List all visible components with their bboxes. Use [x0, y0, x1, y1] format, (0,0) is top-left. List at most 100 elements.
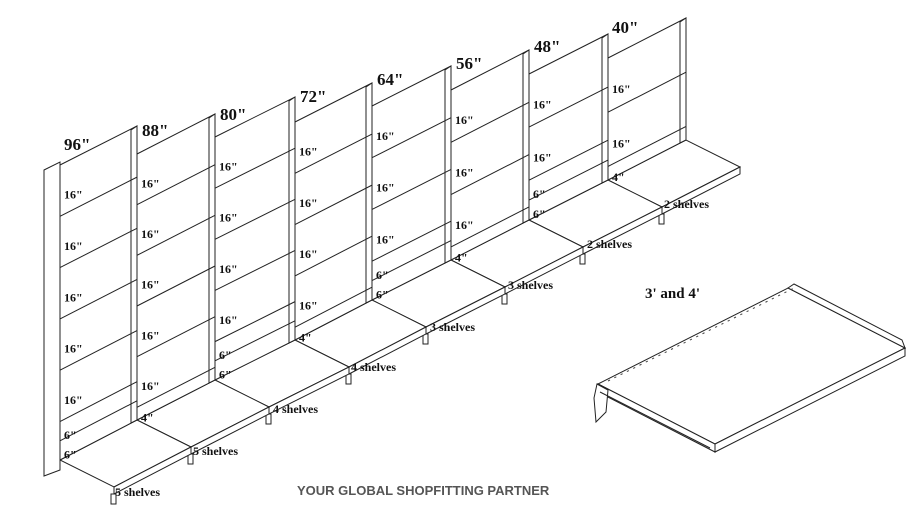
end-upright [43, 161, 61, 477]
foot [110, 493, 117, 505]
shelf-hole [639, 363, 642, 366]
segment-label: 6" [533, 207, 546, 221]
panel-division [294, 184, 373, 226]
segment-label: 16" [219, 313, 238, 327]
shelf-hole [721, 322, 724, 325]
panel-division [450, 101, 530, 143]
panel-division [371, 240, 452, 282]
shelf-hole [733, 316, 737, 319]
bay-height-label: 96" [64, 135, 90, 154]
segment-label: 16" [141, 227, 160, 241]
shelf-hole [727, 319, 730, 322]
panel-division [136, 316, 216, 358]
segment-label: 16" [64, 188, 83, 202]
shelf-hole [714, 326, 718, 328]
segment-label: 16" [299, 247, 318, 261]
panel-division [136, 164, 216, 206]
shelf-hole [695, 335, 699, 338]
panel-division [607, 71, 687, 113]
panel-division [528, 159, 609, 201]
bay-shelves-label: 4 shelves [351, 360, 396, 374]
upright-post [365, 82, 373, 304]
segment-label: 16" [376, 129, 395, 143]
back-panel [214, 96, 296, 381]
shelf-hole [670, 348, 674, 350]
segment-label: 6" [64, 428, 77, 442]
bay-height-label: 88" [142, 121, 168, 140]
panel-division [59, 227, 138, 269]
panel-division [450, 206, 530, 248]
panel-division [294, 235, 373, 277]
bay-shelves-label: 5 shelves [115, 485, 160, 499]
bay-height-label: 40" [612, 18, 638, 37]
shelf-hole [658, 354, 661, 357]
upright-post [679, 17, 687, 144]
shelf-hole [677, 344, 680, 347]
gondola-bays: 16" 16" 4" 40" 2 shelves 16" 16" 6" 6" 48" 2 shelv… [43, 17, 742, 505]
back-panel [136, 113, 216, 421]
segment-label: 6" [376, 287, 389, 301]
segment-label: 6" [376, 268, 389, 282]
panel-division [450, 154, 530, 196]
panel-division [607, 125, 687, 167]
panel-division [294, 133, 373, 174]
segment-label: 16" [141, 328, 160, 342]
bay-shelves-label: 4 shelves [273, 402, 318, 416]
bay-2: 16"16"16"16"16"4"88"5 shelves [135, 113, 271, 465]
shelf-hole [664, 351, 667, 354]
segment-label: 16" [533, 98, 552, 112]
shelf-hole [645, 360, 649, 363]
shelf-sizes-label: 3' and 4' [645, 286, 700, 302]
single-shelf-illustration [593, 283, 907, 453]
upright-post [601, 33, 609, 184]
panel-division [371, 169, 452, 210]
segment-label: 16" [299, 145, 318, 159]
shelf-hole [632, 366, 636, 369]
panel-division [214, 147, 296, 189]
segment-label: 16" [455, 113, 474, 127]
panel-division [59, 381, 138, 422]
segment-label: 4" [299, 331, 312, 345]
segment-label: 6" [219, 348, 232, 362]
shelf-hole [708, 329, 712, 332]
shelf-hole [651, 357, 655, 360]
segment-label: 4" [141, 411, 154, 425]
segment-label: 16" [141, 278, 160, 292]
panel-division [371, 220, 452, 262]
upright-post [444, 65, 452, 264]
panel-division [214, 198, 296, 240]
bay-height-label: 56" [456, 54, 482, 73]
segment-label: 16" [299, 196, 318, 210]
segment-label: 6" [64, 447, 77, 461]
upright-post [130, 125, 138, 424]
shelf-hole [784, 291, 787, 294]
panel-division [214, 301, 296, 343]
shelf-hole [740, 313, 743, 316]
bay-shelves-label: 2 shelves [587, 237, 632, 251]
bay-5: 16" 16" 16" 6" 6" 64" 3 shelves [370, 65, 507, 345]
bay-shelves-label: 2 shelves [664, 197, 709, 211]
shelf-hole [752, 307, 756, 309]
bay-height-label: 48" [534, 37, 560, 56]
shelf-hole [771, 297, 775, 300]
segment-label: 16" [376, 181, 395, 195]
bay-shelves-label: 3 shelves [430, 320, 475, 334]
segment-label: 16" [612, 136, 631, 150]
segment-label: 16" [141, 176, 160, 190]
panel-division [294, 286, 373, 328]
panel-division [371, 117, 452, 159]
panel-division [136, 366, 216, 408]
bay-height-label: 80" [220, 105, 246, 124]
segment-label: 16" [64, 239, 83, 253]
shelf-hole [626, 370, 630, 372]
shelf-hole [689, 338, 693, 341]
segment-label: 16" [219, 160, 238, 174]
bay-height-label: 64" [377, 70, 403, 89]
segment-label: 16" [299, 299, 318, 313]
segment-label: 6" [219, 367, 232, 381]
bay-1: 16" 16" 16" 16" 16" 6" 6" 96" 5 shelves [58, 125, 193, 505]
segment-label: 16" [141, 379, 160, 393]
upright-post [522, 49, 530, 224]
shelf-hole [746, 310, 749, 313]
panel-division [528, 86, 609, 128]
